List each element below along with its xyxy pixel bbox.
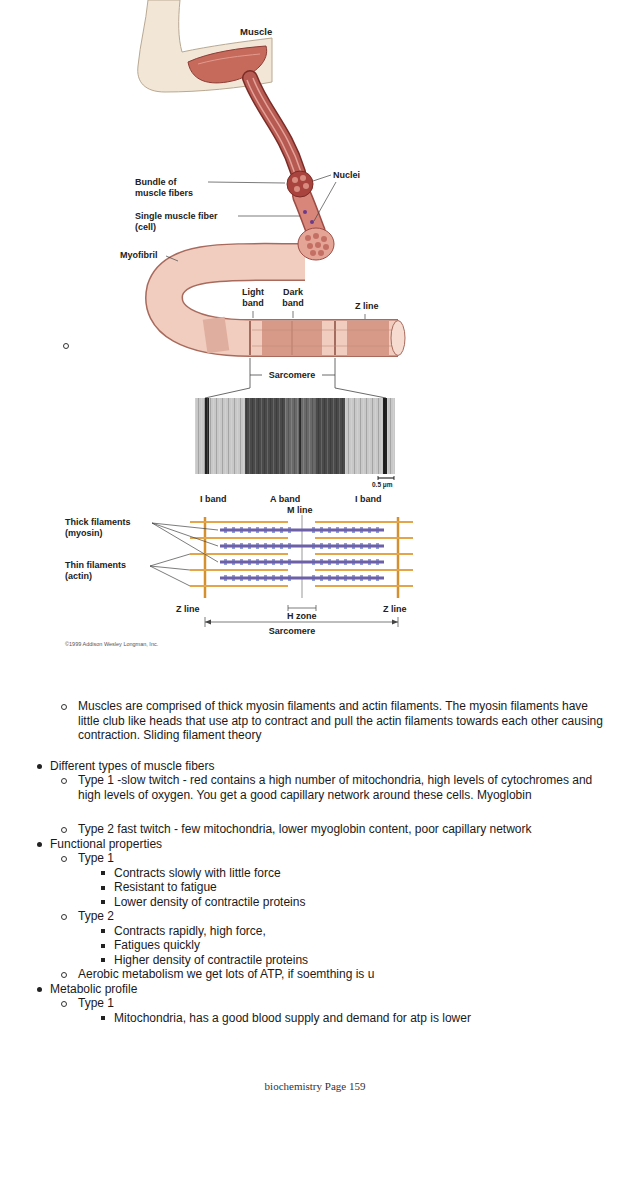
bullet-marker <box>101 944 105 948</box>
bullet-item: Lower density of contractile proteins <box>0 895 630 910</box>
bullet-marker <box>101 886 105 890</box>
bullet-item: Type 2 <box>0 909 630 924</box>
footer-text: biochemistry Page 159 <box>265 1080 366 1092</box>
bullet-marker <box>61 1001 67 1007</box>
bullet-text: Type 1 <box>78 851 605 866</box>
figure-label: Z line <box>355 301 379 312</box>
bullet-item: Fatigues quickly <box>0 938 630 953</box>
bullet-item: Functional properties <box>0 837 630 852</box>
bullet-marker <box>101 958 105 962</box>
bullet-text: Metabolic profile <box>50 982 605 997</box>
bullet-text: Lower density of contractile proteins <box>114 895 605 910</box>
figure-label: Muscle <box>240 26 272 37</box>
figure-label: M line <box>287 505 313 516</box>
bullet-text: Fatigues quickly <box>114 938 605 953</box>
bullet-text: Type 1 -slow twitch - red contains a hig… <box>78 773 605 802</box>
bullet-item: Resistant to fatigue <box>0 880 630 895</box>
figure-label: 0.5 μm <box>372 481 393 489</box>
bullet-marker <box>61 856 67 862</box>
figure-label: A band <box>270 494 300 505</box>
figure-label: Z line <box>383 604 407 615</box>
bullet-text: Type 2 <box>78 909 605 924</box>
figure-label: Myofibril <box>120 250 158 261</box>
bullet-text: Resistant to fatigue <box>114 880 605 895</box>
bullet-item: Muscles are comprised of thick myosin fi… <box>0 699 630 743</box>
figure-label: Sarcomere <box>257 626 327 637</box>
page-footer: biochemistry Page 159 <box>0 1080 630 1092</box>
bullet-text: Type 2 fast twitch - few mitochondria, l… <box>78 822 605 837</box>
figure-label: Single muscle fiber (cell) <box>135 211 240 232</box>
bullet-marker <box>37 764 42 769</box>
bullet-item: Type 1 <box>0 851 630 866</box>
bullet-item: Type 2 fast twitch - few mitochondria, l… <box>0 822 630 837</box>
figure-label: H zone <box>287 611 317 622</box>
bullet-marker <box>37 987 42 992</box>
bullet-item: Metabolic profile <box>0 982 630 997</box>
figure-label: Dark band <box>278 287 308 308</box>
figure-label-holder: Myofibril <box>120 250 158 261</box>
bullet-marker <box>101 1016 105 1020</box>
bullet-item: Contracts slowly with little force <box>0 866 630 881</box>
bullet-marker <box>101 871 105 875</box>
bullet-item: Different types of muscle fibers <box>0 759 630 774</box>
bullet-item: Type 1 <box>0 996 630 1011</box>
figure-label-holder: I band <box>355 494 382 505</box>
bullet-marker <box>61 972 67 978</box>
bullet-text: Contracts rapidly, high force, <box>114 924 605 939</box>
figure-label-holder: ©1999 Addison Wesley Longman, Inc. <box>65 641 158 648</box>
bullet-text: Mitochondria, has a good blood supply an… <box>114 1011 605 1026</box>
figure-label-holder: Z line <box>176 604 200 615</box>
bullet-marker <box>37 842 42 847</box>
figure-label-holder: A band <box>270 494 300 505</box>
bullet-text: Aerobic metabolism we get lots of ATP, i… <box>78 967 605 982</box>
bullet-text: Different types of muscle fibers <box>50 759 605 774</box>
figure-label-holder: Muscle <box>240 26 272 37</box>
figure-label: Nuclei <box>333 170 360 181</box>
bullet-text: Contracts slowly with little force <box>114 866 605 881</box>
figure-label: ©1999 Addison Wesley Longman, Inc. <box>65 641 158 648</box>
bullet-text: Muscles are comprised of thick myosin fi… <box>78 699 605 743</box>
bullet-item: Mitochondria, has a good blood supply an… <box>0 1011 630 1026</box>
figure-label: Thick filaments (myosin) <box>65 517 150 538</box>
figure-label-holder: Sarcomere <box>257 626 327 637</box>
figure-label-holder: Nuclei <box>333 170 360 181</box>
bullet-text: Higher density of contractile proteins <box>114 953 605 968</box>
figure-label-holder: Z line <box>383 604 407 615</box>
figure-label: Bundle of muscle fibers <box>135 177 205 198</box>
bullet-item: Aerobic metabolism we get lots of ATP, i… <box>0 967 630 982</box>
bullet-item: Type 1 -slow twitch - red contains a hig… <box>0 773 630 802</box>
figure-label-holder: Bundle of muscle fibers <box>135 177 205 198</box>
figure-label: Light band <box>238 287 268 308</box>
figure-label: I band <box>355 494 382 505</box>
figure-label-holder: Thin filaments (actin) <box>65 560 150 581</box>
bullet-text: Type 1 <box>78 996 605 1011</box>
bullet-marker <box>61 827 67 833</box>
figure-label-holder: Dark band <box>278 287 308 308</box>
figure-label-holder: Z line <box>355 301 379 312</box>
figure-label-holder: I band <box>200 494 227 505</box>
bullet-marker <box>61 914 67 920</box>
bullet-marker <box>101 929 105 933</box>
bullet-text: Functional properties <box>50 837 605 852</box>
figure-label-holder: 0.5 μm <box>372 481 393 489</box>
bullet-item: Contracts rapidly, high force, <box>0 924 630 939</box>
figure-label: I band <box>200 494 227 505</box>
figure-label-holder: Light band <box>238 287 268 308</box>
figure-label: Thin filaments (actin) <box>65 560 150 581</box>
figure-label: Sarcomere <box>257 370 327 381</box>
figure-label-holder: M line <box>287 505 313 516</box>
figure-label: Z line <box>176 604 200 615</box>
bullet-marker <box>61 704 67 710</box>
bullet-item: Higher density of contractile proteins <box>0 953 630 968</box>
bullet-marker <box>61 778 67 784</box>
figure-label-holder: H zone <box>287 611 317 622</box>
bullet-marker <box>101 900 105 904</box>
notes-list: Muscles are comprised of thick myosin fi… <box>0 699 630 1025</box>
figure-label-holder: Single muscle fiber (cell) <box>135 211 240 232</box>
figure-label-holder: Sarcomere <box>257 370 327 381</box>
figure-label-holder: Thick filaments (myosin) <box>65 517 150 538</box>
